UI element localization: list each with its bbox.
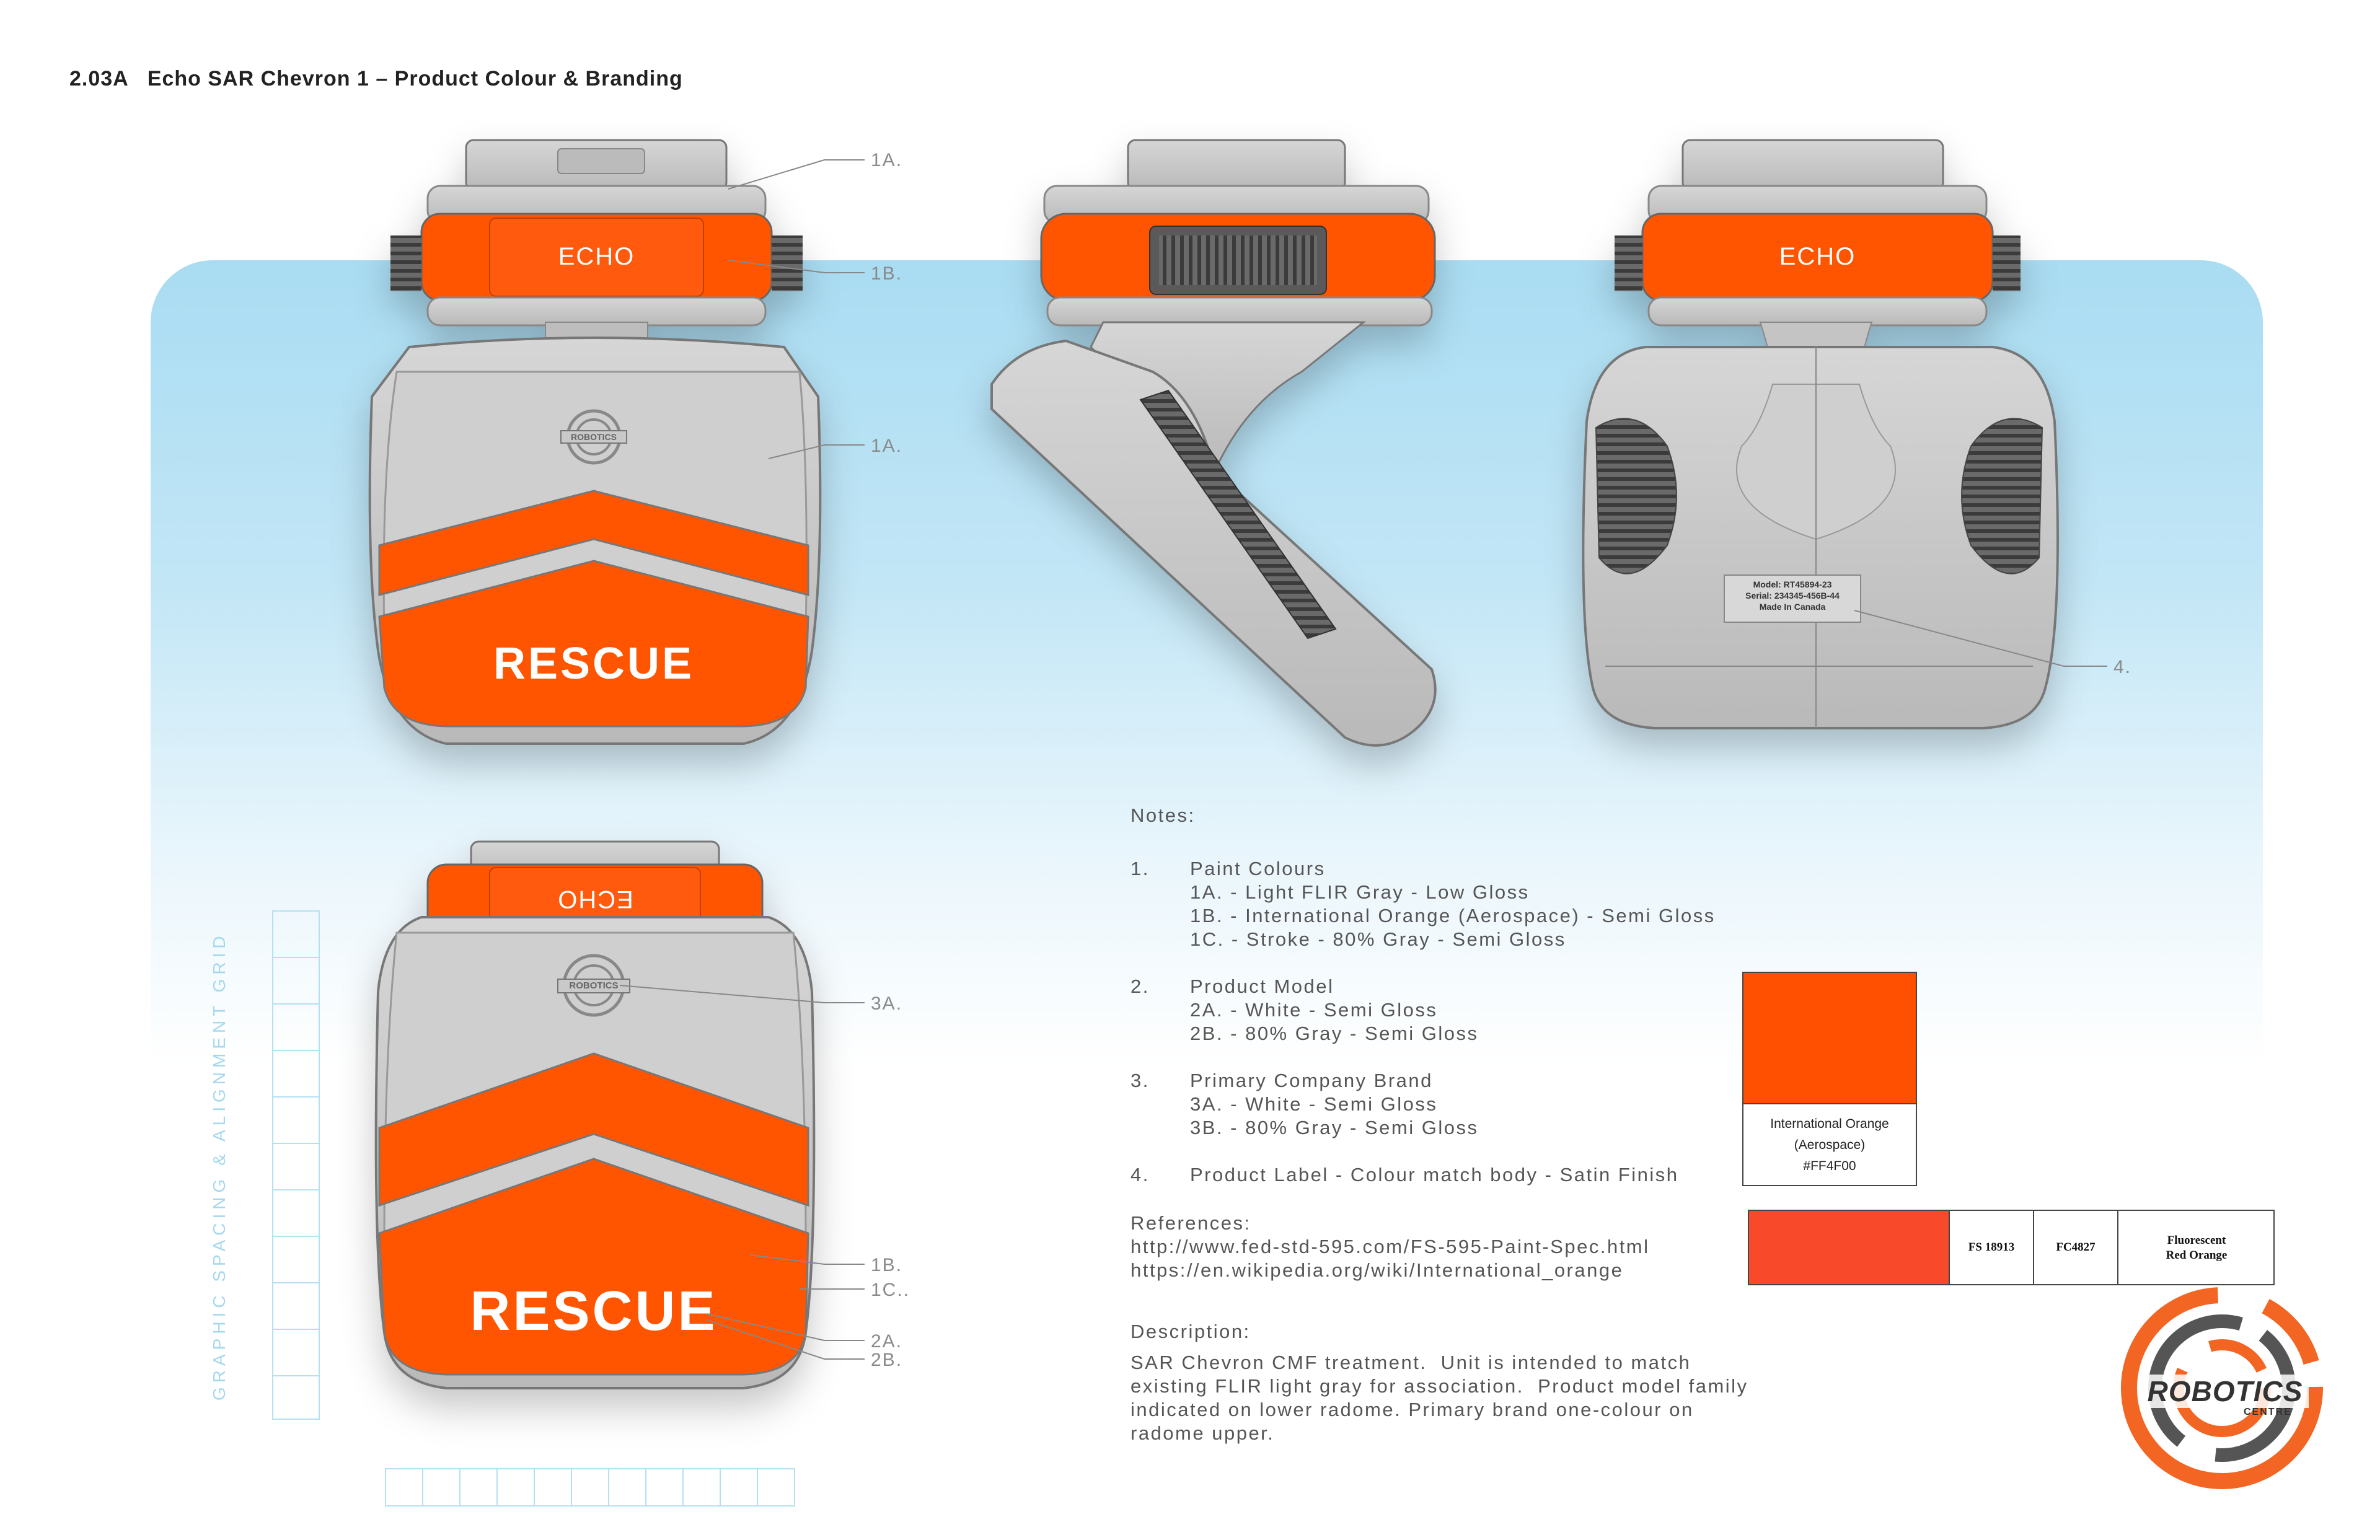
swatch-hex: #FF4F00	[1803, 1159, 1856, 1173]
fs-divider-1	[1949, 1210, 1950, 1285]
note-1-title: Paint Colours	[1190, 858, 1326, 879]
grid-label: GRAPHIC SPACING & ALIGNMENT GRID	[209, 931, 229, 1401]
note-2-sub-b: 2B. - 80% Gray - Semi Gloss	[1190, 1023, 1479, 1044]
front-rescue-text: RESCUE	[493, 639, 695, 689]
callout-2a: 2A.	[871, 1331, 903, 1352]
alignment-grid-vertical	[272, 910, 320, 1420]
fs-ref: FC4827	[2056, 1241, 2096, 1254]
top-robotics-badge: ROBOTICS	[569, 980, 619, 991]
label-origin: Made In Canada	[1759, 602, 1826, 612]
callout-1a-top: 1A.	[871, 150, 903, 170]
description-line-2: existing FLIR light gray for association…	[1130, 1375, 1748, 1397]
note-3-sub-b: 3B. - 80% Gray - Semi Gloss	[1190, 1117, 1479, 1138]
callout-1b-top: 1B.	[871, 263, 903, 284]
note-3-sub-a: 3A. - White - Semi Gloss	[1190, 1093, 1438, 1115]
fs-divider-2	[2033, 1210, 2034, 1285]
logo-sub: CENTRE	[2244, 1407, 2292, 1417]
top-rescue-text: RESCUE	[470, 1280, 718, 1342]
note-1-sub-b: 1B. - International Orange (Aerospace) -…	[1190, 905, 1716, 926]
label-model: Model: RT45894-23	[1753, 579, 1832, 589]
callout-1a-body: 1A.	[871, 436, 903, 456]
note-1-num: 1.	[1130, 858, 1150, 879]
note-4-num: 4.	[1130, 1164, 1150, 1186]
swatch-name-line1: International Orange	[1770, 1117, 1889, 1131]
callout-leaders	[619, 159, 2107, 1360]
note-1-sub-c: 1C. - Stroke - 80% Gray - Semi Gloss	[1190, 928, 1566, 950]
side-view	[990, 139, 1437, 747]
swatch-name-line2: (Aerospace)	[1794, 1138, 1866, 1152]
front-brand-text: ECHO	[558, 243, 635, 270]
front-robotics-badge: ROBOTICS	[571, 432, 617, 442]
reference-link-2[interactable]: https://en.wikipedia.org/wiki/Internatio…	[1130, 1259, 1624, 1281]
note-1-sub-a: 1A. - Light FLIR Gray - Low Gloss	[1190, 881, 1530, 903]
product-label: Model: RT45894-23 Serial: 234345-456B-44…	[1724, 579, 1861, 612]
note-3-title: Primary Company Brand	[1190, 1070, 1433, 1091]
front-view	[368, 139, 822, 745]
back-brand-text: ECHO	[1779, 243, 1856, 270]
reference-link-1[interactable]: http://www.fed-std-595.com/FS-595-Paint-…	[1130, 1236, 1650, 1257]
callout-4: 4.	[2113, 657, 2132, 677]
logo-word: ROBOTICS	[2141, 1375, 2309, 1408]
fs-swatch-color	[1749, 1211, 1949, 1284]
fs-name: Fluorescent Red Orange	[2118, 1233, 2275, 1263]
callout-2b: 2B.	[871, 1350, 903, 1370]
callout-1b-bottom: 1B.	[871, 1255, 903, 1275]
top-view	[374, 840, 816, 1389]
swatch-color-fill	[1743, 973, 1916, 1104]
fs-divider-3	[2117, 1210, 2118, 1285]
top-brand-text-flipped: ECHO	[557, 886, 633, 913]
description-heading: Description:	[1130, 1321, 1251, 1342]
page-title: 2.03A Echo SAR Chevron 1 – Product Colou…	[69, 67, 683, 90]
references-heading: References:	[1130, 1212, 1251, 1234]
note-3-num: 3.	[1130, 1070, 1150, 1091]
notes-heading: Notes:	[1130, 804, 1196, 826]
fs-name-line1: Fluorescent	[2167, 1234, 2226, 1247]
description-line-1: SAR Chevron CMF treatment. Unit is inten…	[1130, 1352, 1691, 1373]
note-2-num: 2.	[1130, 975, 1150, 997]
alignment-grid-horizontal	[385, 1468, 795, 1507]
note-2-sub-a: 2A. - White - Semi Gloss	[1190, 999, 1438, 1021]
callout-3a: 3A.	[871, 993, 903, 1014]
fs-name-line2: Red Orange	[2166, 1249, 2228, 1262]
note-4-title: Product Label - Colour match body - Sati…	[1190, 1164, 1679, 1186]
description-line-4: radome upper.	[1130, 1422, 1275, 1444]
description-line-3: indicated on lower radome. Primary brand…	[1130, 1399, 1694, 1420]
back-view	[1582, 139, 2059, 729]
callout-1c: 1C..	[871, 1280, 910, 1300]
note-2-title: Product Model	[1190, 975, 1334, 997]
label-serial: Serial: 234345-456B-44	[1745, 591, 1840, 601]
fs-code: FS 18913	[1968, 1241, 2015, 1254]
international-orange-swatch: International Orange (Aerospace) #FF4F00	[1742, 972, 1917, 1186]
